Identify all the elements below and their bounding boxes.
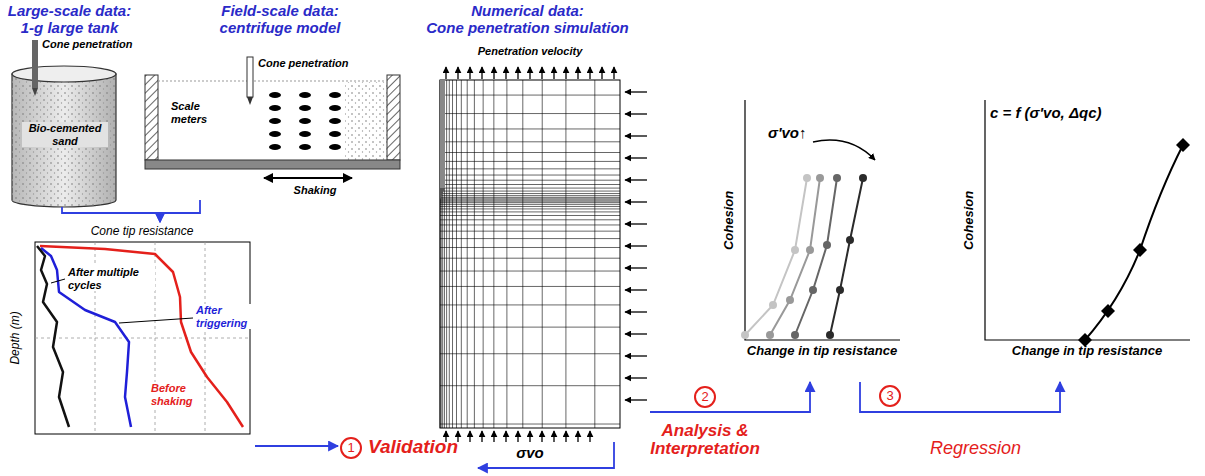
- part-label: Cone penetration: [257, 57, 349, 70]
- axis-label: Cohesion: [722, 190, 737, 249]
- source-heading: Large-scale data: 1-g large tank: [2, 3, 137, 36]
- step-number: 1: [340, 437, 362, 459]
- tip-resistance-chart: [35, 242, 250, 434]
- step-label: Validation: [368, 436, 458, 458]
- simulation-mesh: Numerical data: Cone penetration simulat…: [430, 44, 650, 442]
- step-number: 2: [694, 386, 716, 408]
- curve-label: After triggering: [195, 304, 253, 329]
- step-label: Analysis & Interpretation: [628, 422, 782, 458]
- curve-label: After multiple cycles: [67, 266, 155, 291]
- tank-model: Large-scale data: 1-g large tankCone pen…: [10, 66, 118, 207]
- material-label: Bio-cemented sand: [22, 122, 108, 147]
- formula: c = f (σ'vo, Δqc): [990, 104, 1102, 121]
- centrifuge-drawing: [145, 57, 400, 178]
- chart-title: Cone tip resistance: [62, 225, 222, 239]
- flow-connector: [255, 445, 338, 447]
- step-number: 3: [879, 385, 901, 407]
- step-label: Regression: [930, 438, 1021, 459]
- flow-connector: [160, 200, 200, 222]
- axis-label: Change in tip resistance: [1002, 344, 1172, 359]
- source-heading: Numerical data: Cone penetration simulat…: [410, 3, 645, 36]
- flow-connector: [62, 207, 160, 222]
- flow-connector: [478, 442, 614, 468]
- stress-symbol: σvo: [505, 444, 555, 461]
- part-label: Scale meters: [170, 100, 224, 125]
- flow-connector: [650, 382, 810, 412]
- regression-chart: [985, 100, 1190, 347]
- cohesion-chart: [741, 100, 900, 340]
- source-heading: Field-scale data: centrifuge model: [185, 3, 375, 36]
- mesh-drawing: [440, 67, 647, 442]
- axis-label: Change in tip resistance: [737, 344, 907, 359]
- tip-resistance-plot: Cone tip resistanceDepth (m) After multip…: [5, 222, 255, 452]
- motion-label: Shaking: [278, 184, 352, 197]
- trend-label: σ'vo↑: [768, 124, 807, 141]
- axis-label: Depth (m): [8, 311, 22, 364]
- boundary-label: Penetration velocity: [440, 45, 620, 58]
- flow-connector: [860, 382, 1060, 412]
- validation-step: 1 Validation: [338, 428, 478, 474]
- part-label: Cone penetration: [42, 38, 132, 51]
- curve-label: Before shaking: [150, 382, 202, 407]
- cohesion-chart-panel: CohesionChange in tip resistance σ'vo↑: [715, 90, 910, 382]
- centrifuge-model: Field-scale data: centrifuge modelCone p…: [143, 52, 403, 200]
- regression-chart-panel: c = f (σ'vo, Δqc) CohesionChange in tip r…: [955, 90, 1200, 382]
- tank-drawing: [12, 40, 116, 207]
- axis-label: Cohesion: [962, 190, 977, 249]
